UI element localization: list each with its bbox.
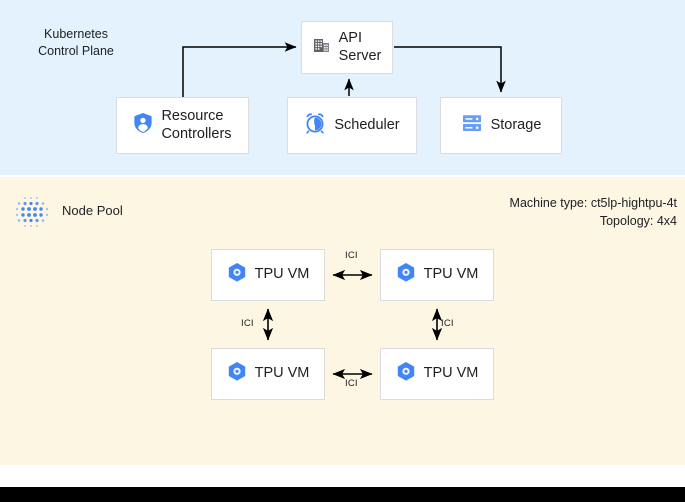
tpu-vm-1-label: TPU VM — [254, 266, 310, 283]
bottom-bar — [0, 487, 685, 502]
tpu-vm-2-box[interactable]: TPU VM — [380, 249, 494, 301]
control-plane-title: Kubernetes Control Plane — [38, 27, 114, 58]
server-rack-icon — [461, 113, 483, 138]
dot-matrix-icon — [14, 195, 50, 234]
tpu-vm-1-box[interactable]: TPU VM — [211, 249, 325, 301]
machine-meta-text: Machine type: ct5lp-hightpu-4t Topology:… — [509, 196, 677, 229]
api-server-box[interactable]: API Server — [301, 21, 393, 74]
ici-label-right: ICI — [441, 318, 454, 329]
node-pool-title: Node Pool — [62, 203, 123, 218]
alarm-clock-icon — [304, 112, 326, 139]
scheduler-label: Scheduler — [334, 116, 400, 133]
storage-label: Storage — [490, 116, 542, 133]
building-icon — [313, 36, 331, 59]
tpu-hex-icon — [227, 262, 247, 288]
resource-controllers-label: Resource Controllers — [161, 108, 232, 142]
ici-label-top: ICI — [345, 250, 358, 261]
tpu-hex-icon — [227, 361, 247, 387]
api-server-label: API Server — [338, 30, 382, 64]
tpu-vm-2-label: TPU VM — [423, 266, 479, 283]
tpu-vm-4-label: TPU VM — [423, 365, 479, 382]
tpu-hex-icon — [396, 361, 416, 387]
ici-label-left: ICI — [241, 318, 254, 329]
resource-controllers-box[interactable]: Resource Controllers — [116, 97, 249, 154]
tpu-vm-3-label: TPU VM — [254, 365, 310, 382]
tpu-vm-4-box[interactable]: TPU VM — [380, 348, 494, 400]
tpu-vm-3-box[interactable]: TPU VM — [211, 348, 325, 400]
shield-person-icon — [133, 112, 153, 139]
storage-box[interactable]: Storage — [440, 97, 562, 154]
ici-label-bottom: ICI — [345, 378, 358, 389]
scheduler-box[interactable]: Scheduler — [287, 97, 417, 154]
node-pool-panel — [0, 177, 685, 465]
tpu-hex-icon — [396, 262, 416, 288]
